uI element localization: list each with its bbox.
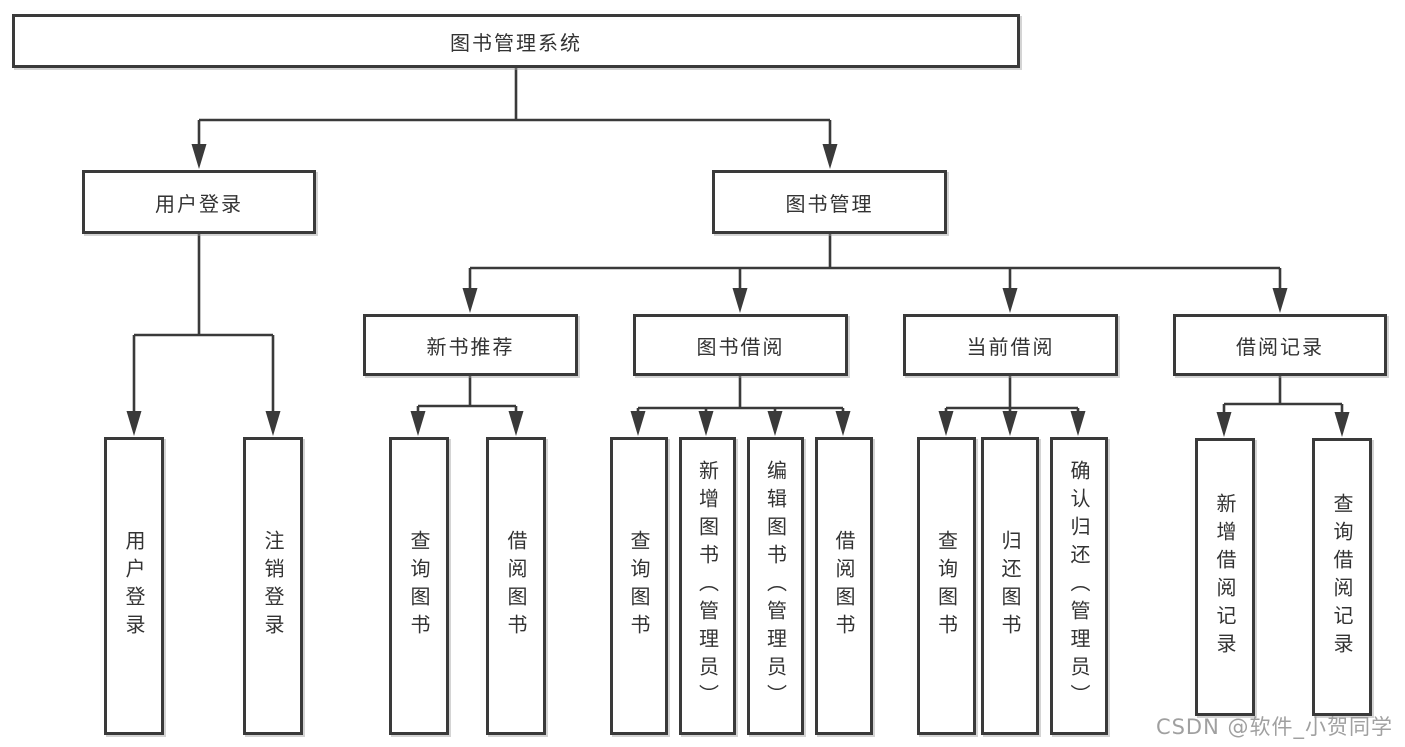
node-rec-query-book-label: 查询图书 xyxy=(407,530,431,642)
csdn-watermark: CSDN @软件_小贺同学 xyxy=(1155,715,1393,739)
node-query-borrow-record-label: 查询借阅记录 xyxy=(1330,493,1354,661)
node-add-borrow-record-label: 新增借阅记录 xyxy=(1213,493,1237,661)
node-query-borrow-record: 查询借阅记录 xyxy=(1312,438,1372,716)
node-user-login: 用户登录 xyxy=(82,170,316,234)
node-borrow-borrow-book: 借阅图书 xyxy=(815,437,873,735)
node-new-book-recommend: 新书推荐 xyxy=(363,314,578,376)
node-book-management-label: 图书管理 xyxy=(785,191,874,216)
node-user-login-action: 用户登录 xyxy=(104,437,164,735)
node-rec-query-book: 查询图书 xyxy=(389,437,449,735)
node-rec-borrow-book: 借阅图书 xyxy=(486,437,546,735)
node-new-book-recommend-label: 新书推荐 xyxy=(426,334,515,359)
node-current-borrowing-label: 当前借阅 xyxy=(966,334,1055,359)
node-borrow-query-book-label: 查询图书 xyxy=(627,530,651,642)
node-return-book-label: 归还图书 xyxy=(998,530,1022,642)
node-borrowing-records: 借阅记录 xyxy=(1173,314,1387,376)
node-logout: 注销登录 xyxy=(243,437,303,735)
node-add-book-admin-label: 新增图书（管理员） xyxy=(695,460,720,712)
node-current-borrowing: 当前借阅 xyxy=(903,314,1118,376)
node-root-label: 图书管理系统 xyxy=(450,30,582,55)
node-edit-book-admin: 编辑图书（管理员） xyxy=(747,437,804,735)
node-current-query-book: 查询图书 xyxy=(917,437,976,735)
node-confirm-return-admin: 确认归还（管理员） xyxy=(1050,437,1108,735)
node-add-book-admin: 新增图书（管理员） xyxy=(679,437,736,735)
node-borrow-query-book: 查询图书 xyxy=(610,437,668,735)
node-current-query-book-label: 查询图书 xyxy=(934,530,959,642)
node-user-login-action-label: 用户登录 xyxy=(122,530,146,642)
node-logout-label: 注销登录 xyxy=(261,530,285,642)
node-return-book: 归还图书 xyxy=(981,437,1039,735)
node-borrow-borrow-book-label: 借阅图书 xyxy=(832,530,856,642)
node-user-login-label: 用户登录 xyxy=(155,191,243,216)
node-book-management: 图书管理 xyxy=(712,170,947,234)
node-confirm-return-admin-label: 确认归还（管理员） xyxy=(1067,460,1091,712)
node-root: 图书管理系统 xyxy=(12,14,1020,68)
node-borrowing-records-label: 借阅记录 xyxy=(1236,334,1324,359)
node-rec-borrow-book-label: 借阅图书 xyxy=(504,530,528,642)
node-book-borrowing: 图书借阅 xyxy=(633,314,848,376)
node-add-borrow-record: 新增借阅记录 xyxy=(1195,438,1255,716)
node-edit-book-admin-label: 编辑图书（管理员） xyxy=(763,460,788,712)
node-book-borrowing-label: 图书借阅 xyxy=(696,334,785,359)
